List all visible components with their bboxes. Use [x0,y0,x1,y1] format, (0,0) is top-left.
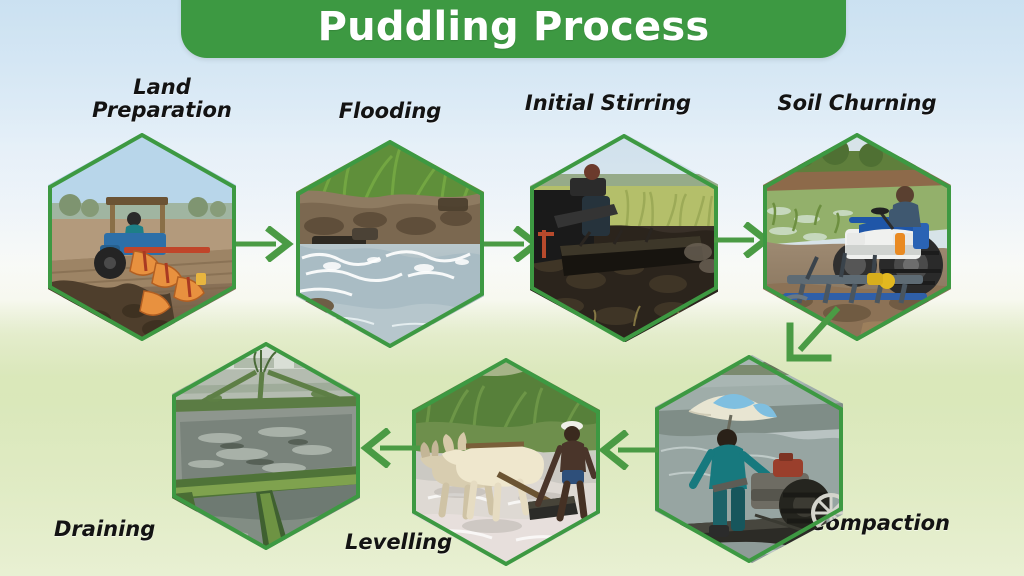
step-hex-compaction[interactable] [655,355,843,563]
step-label-flooding: Flooding [338,99,442,123]
step-hex-flooding[interactable] [296,140,484,348]
step-label-draining: Draining [54,517,156,541]
page-title: Puddling Process [317,4,710,50]
flow-arrow-5 [598,430,658,470]
flow-arrow-1 [236,226,296,262]
step-hex-land-preparation[interactable] [48,133,236,341]
step-label-initial-stirring: Initial Stirring [524,91,692,115]
flow-arrow-4 [770,306,860,380]
step-label-soil-churning: Soil Churning [777,91,937,115]
step-hex-draining[interactable] [172,342,360,550]
flow-arrow-6 [360,428,420,468]
step-hex-levelling[interactable] [412,358,600,566]
step-hex-soil-churning[interactable] [763,133,951,341]
title-banner: Puddling Process [181,0,846,58]
step-label-land-preparation: Land Preparation [92,75,232,122]
step-label-compaction: Compaction [810,511,950,535]
step-hex-initial-stirring[interactable] [530,134,718,342]
step-label-levelling: Levelling [345,530,453,554]
